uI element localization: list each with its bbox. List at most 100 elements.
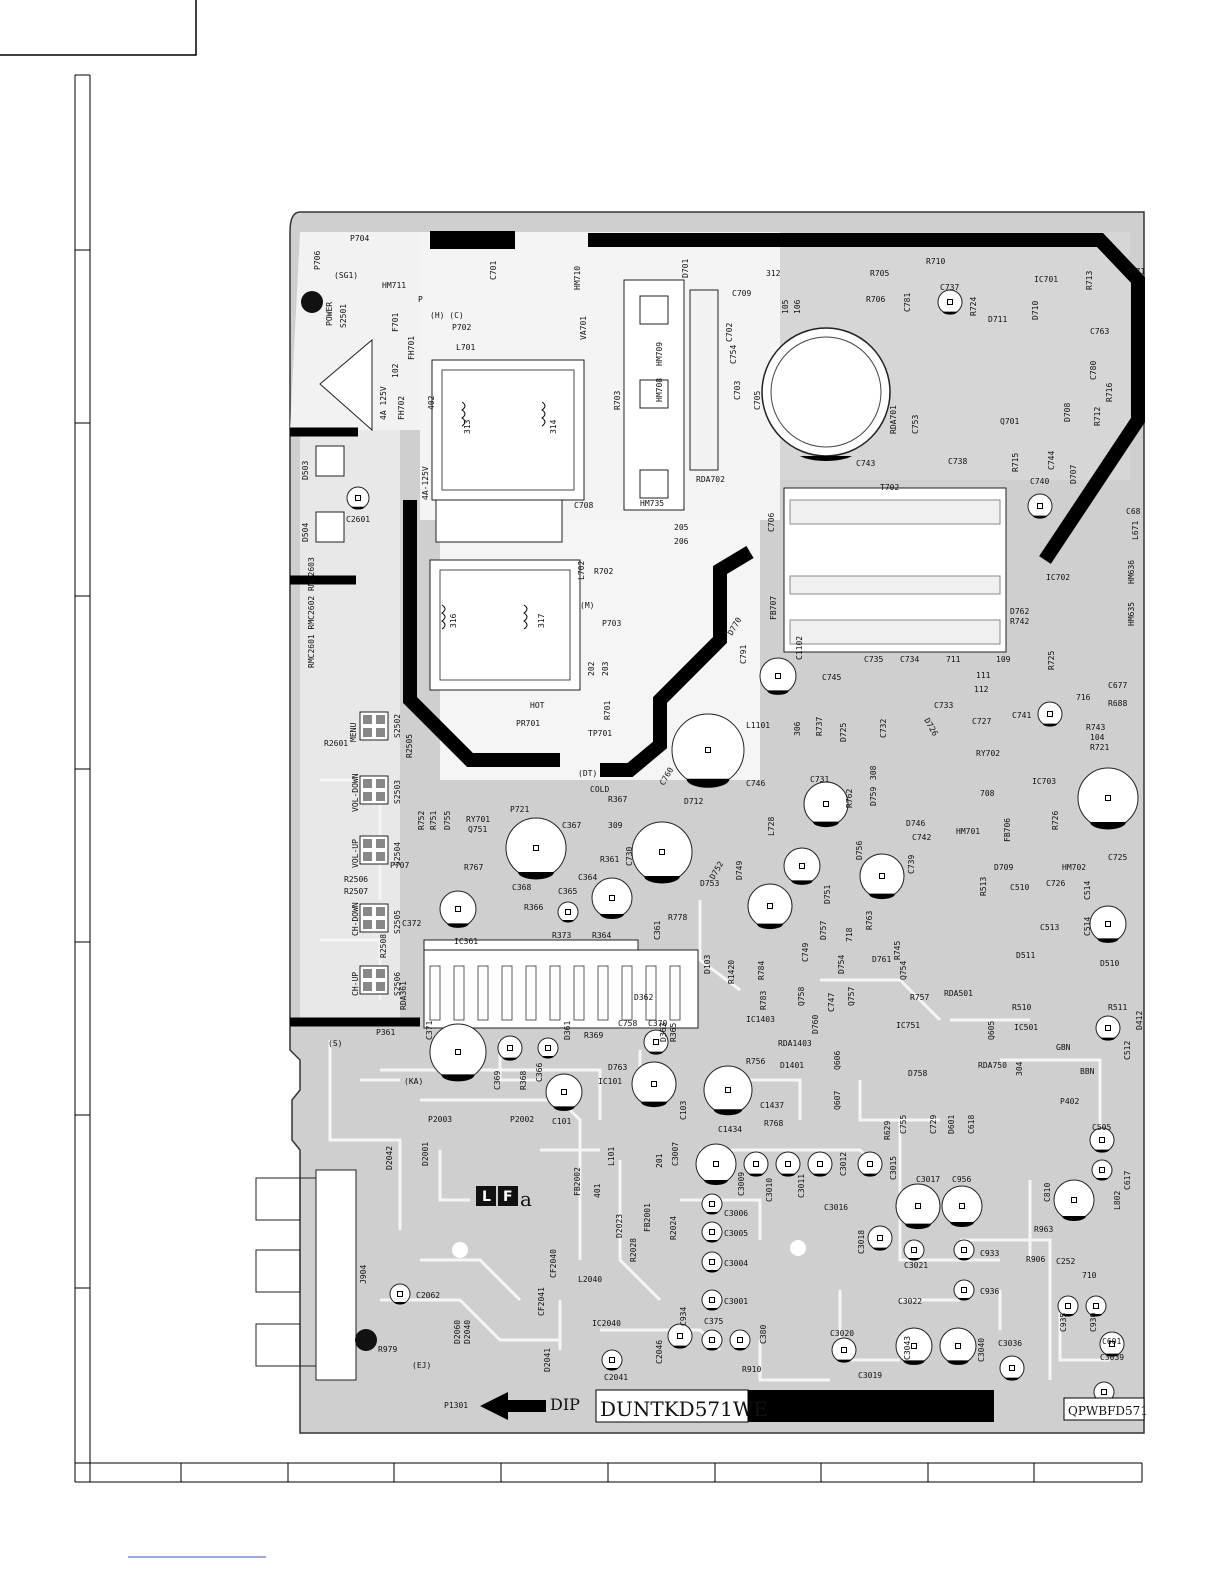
label-r1420: R1420 <box>727 960 736 984</box>
label-t702: T702 <box>880 483 899 492</box>
label-r712: R712 <box>1093 407 1102 426</box>
label-d711: D711 <box>988 315 1007 324</box>
label-r373: R373 <box>552 931 571 940</box>
label-ic751: IC751 <box>896 1021 920 1030</box>
label-ic101: IC101 <box>598 1077 622 1086</box>
label-ch-up: CH-UP <box>351 972 360 996</box>
label-c2601: C2601 <box>346 515 370 524</box>
label-d2042: D2042 <box>385 1146 394 1170</box>
label-ic501: IC501 <box>1014 1023 1038 1032</box>
label-r725: R725 <box>1047 651 1056 670</box>
label-r784: R784 <box>757 961 766 980</box>
label-c746: C746 <box>746 779 765 788</box>
label-c933: C933 <box>980 1249 999 1258</box>
label-c810: C810 <box>1043 1183 1052 1202</box>
page-corner-box <box>0 0 197 56</box>
label-fb2001: FB2001 <box>643 1203 652 1232</box>
label-hm710: HM710 <box>573 266 582 290</box>
label-p2003: P2003 <box>428 1115 452 1124</box>
label-q607: Q607 <box>833 1091 842 1110</box>
label-d725: D725 <box>839 723 848 742</box>
label-r757: R757 <box>910 993 929 1002</box>
label-c780: C780 <box>1089 361 1098 380</box>
label-d503: D503 <box>301 461 310 480</box>
label-n708: 708 <box>980 789 995 798</box>
label-c744: C744 <box>1047 451 1056 470</box>
label-c510: C510 <box>1010 883 1029 892</box>
label-va701: VA701 <box>579 316 588 340</box>
label-p706: P706 <box>313 251 322 270</box>
label-c368: C368 <box>512 883 531 892</box>
label-r762: R762 <box>845 789 854 808</box>
label-c101: C101 <box>552 1117 571 1126</box>
label-ry701: RY701 <box>466 815 490 824</box>
label-c512: C512 <box>1123 1041 1132 1060</box>
label-bbn: BBN <box>1080 1067 1095 1076</box>
label-r979: R979 <box>378 1345 397 1354</box>
label-d759: D759 <box>869 787 878 806</box>
label-d601: D601 <box>947 1115 956 1134</box>
label-fb707: FB707 <box>769 596 778 620</box>
label-c3036: C3036 <box>998 1339 1022 1348</box>
label-d701: D701 <box>681 259 690 278</box>
label-p702: P702 <box>452 323 471 332</box>
label-r2507: R2507 <box>344 887 368 896</box>
label-cold: COLD <box>590 785 609 794</box>
label-j904: J904 <box>359 1265 368 1284</box>
label-d2040: D2040 <box>463 1320 472 1344</box>
label-q758: Q758 <box>797 987 806 1006</box>
label-r910: R910 <box>742 1365 761 1374</box>
label-d2060: D2060 <box>453 1320 462 1344</box>
label-c739: C739 <box>907 855 916 874</box>
label-r721: R721 <box>1090 743 1109 752</box>
label-s2506: S2506 <box>393 972 402 996</box>
label-c3017: C3017 <box>916 1175 940 1184</box>
label-p707: P707 <box>390 861 409 870</box>
fuse-warning-triangle <box>319 338 373 432</box>
label-c754: C754 <box>729 345 738 364</box>
label-hm7: HM71 <box>1126 267 1145 276</box>
label-r510: R510 <box>1012 1003 1031 1012</box>
label-n105: 105 <box>781 299 790 314</box>
label-menu: MENU <box>349 723 358 742</box>
label-pr701: PR701 <box>516 719 540 728</box>
label-r713: R713 <box>1085 271 1094 290</box>
label-d709: D709 <box>994 863 1013 872</box>
label-p2002: P2002 <box>510 1115 534 1124</box>
label-c3006: C3006 <box>724 1209 748 1218</box>
label-p703: P703 <box>602 619 621 628</box>
label-n716: 716 <box>1076 693 1091 702</box>
label-c734: C734 <box>900 655 919 664</box>
label-r726: R726 <box>1051 811 1060 830</box>
label-c3007: C3007 <box>671 1142 680 1166</box>
label-c726: C726 <box>1046 879 1065 888</box>
label-q754: Q754 <box>899 961 908 980</box>
label-rda701: RDA701 <box>889 405 898 434</box>
label-n711: 711 <box>946 655 961 664</box>
label-ic702: IC702 <box>1046 573 1070 582</box>
label-fh702: FH702 <box>397 396 406 420</box>
label-r2508: R2508 <box>379 934 388 958</box>
label-r2506: R2506 <box>344 875 368 884</box>
label-hm702: HM702 <box>1062 863 1086 872</box>
label-c753: C753 <box>911 415 920 434</box>
label-c936: C936 <box>980 1287 999 1296</box>
label-c930: C930 <box>1089 1313 1098 1332</box>
label-ka: (KA) <box>404 1077 423 1086</box>
label-n111: 111 <box>976 671 991 680</box>
label-hot: HOT <box>530 701 545 710</box>
label-d753: D753 <box>700 879 719 888</box>
label-r756: R756 <box>746 1057 765 1066</box>
label-r706: R706 <box>866 295 885 304</box>
label-c3019: C3019 <box>858 1371 882 1380</box>
label-l1101: L1101 <box>746 721 770 730</box>
label-d103: D103 <box>703 955 712 974</box>
label-r361: R361 <box>600 855 619 864</box>
label-h-c: (H) (C) <box>430 311 464 320</box>
label-r752: R752 <box>417 811 426 830</box>
label-c749: C749 <box>801 943 810 962</box>
label-r703: R703 <box>613 391 622 410</box>
label-c514: C514 <box>1083 917 1092 936</box>
